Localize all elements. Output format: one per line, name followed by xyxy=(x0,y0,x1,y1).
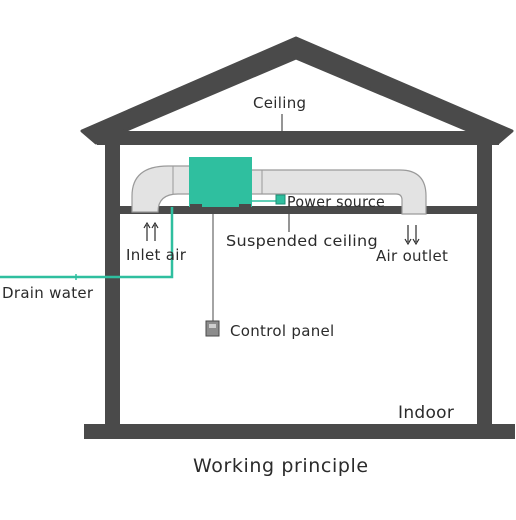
right-wall xyxy=(477,143,492,428)
unit-foot-left xyxy=(190,204,202,209)
indoor-label: Indoor xyxy=(398,403,454,423)
air-outlet-label: Air outlet xyxy=(376,247,448,265)
drain-water-label: Drain water xyxy=(2,284,94,302)
roof xyxy=(80,36,514,145)
diagram-caption: Working principle xyxy=(193,455,369,477)
unit-foot-right xyxy=(239,204,251,209)
power-source-box xyxy=(275,194,286,205)
inlet-duct xyxy=(131,165,191,213)
left-wall xyxy=(105,143,120,428)
air-outlet-arrows-icon xyxy=(404,225,420,246)
outlet-duct xyxy=(250,169,427,215)
floor xyxy=(84,424,515,439)
drain-pipe xyxy=(0,207,174,279)
ceiling-label: Ceiling xyxy=(253,94,306,112)
control-panel-box xyxy=(205,320,220,337)
inlet-air-label: Inlet air xyxy=(126,246,187,264)
dehumidifier-unit xyxy=(189,157,252,207)
ceiling-beam xyxy=(97,131,499,145)
control-panel-screen xyxy=(209,324,216,328)
control-panel-label: Control panel xyxy=(230,322,335,340)
inlet-air-arrows-icon xyxy=(143,221,159,241)
power-source-label: Power source xyxy=(287,193,385,211)
suspended-ceiling-bar xyxy=(120,206,477,214)
suspended-ceiling-label: Suspended ceiling xyxy=(226,232,378,250)
